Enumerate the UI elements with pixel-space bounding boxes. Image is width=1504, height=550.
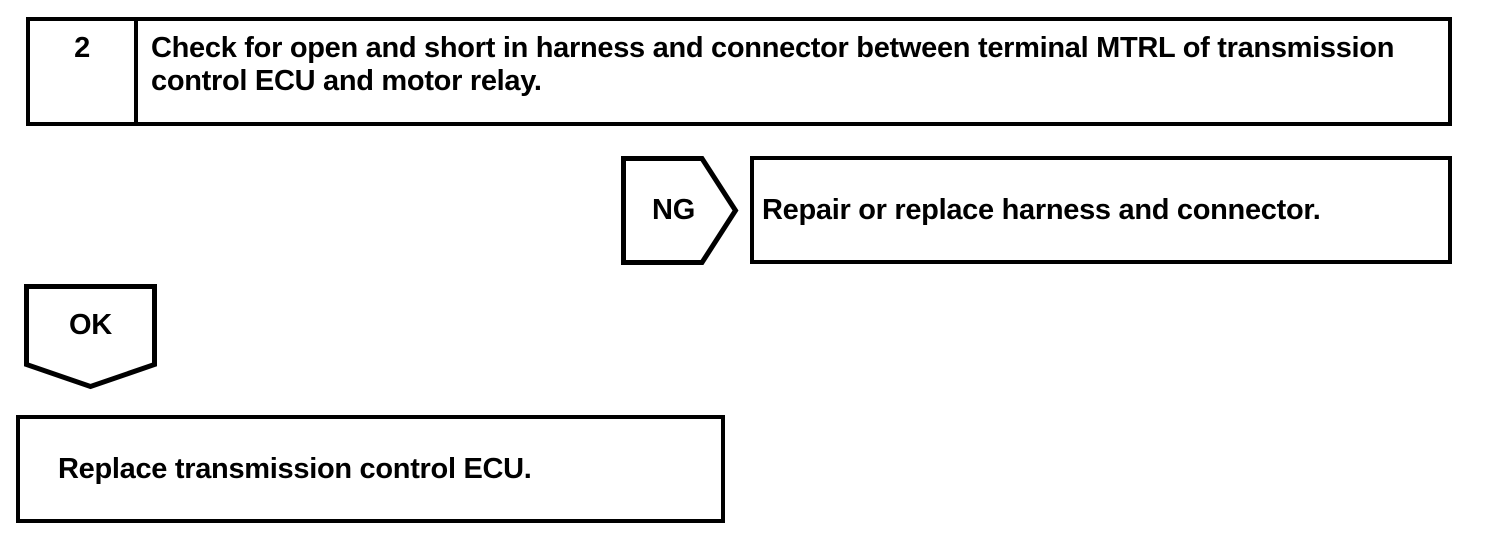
ng-arrow-icon bbox=[621, 156, 739, 265]
step-instruction: Check for open and short in harness and … bbox=[151, 32, 1395, 97]
ng-action-text: Repair or replace harness and connector. bbox=[762, 193, 1321, 226]
step-number: 2 bbox=[30, 21, 138, 122]
ng-branch: NG bbox=[621, 156, 739, 265]
ok-label: OK bbox=[69, 309, 112, 341]
ng-label: NG bbox=[652, 194, 695, 226]
step-box: 2 Check for open and short in harness an… bbox=[26, 17, 1452, 126]
ok-action-box: Replace transmission control ECU. bbox=[16, 415, 725, 523]
ok-branch: OK bbox=[24, 284, 157, 390]
ok-action-text: Replace transmission control ECU. bbox=[58, 452, 532, 485]
ok-arrow-icon bbox=[24, 284, 157, 390]
ng-action-box: Repair or replace harness and connector. bbox=[750, 156, 1452, 264]
